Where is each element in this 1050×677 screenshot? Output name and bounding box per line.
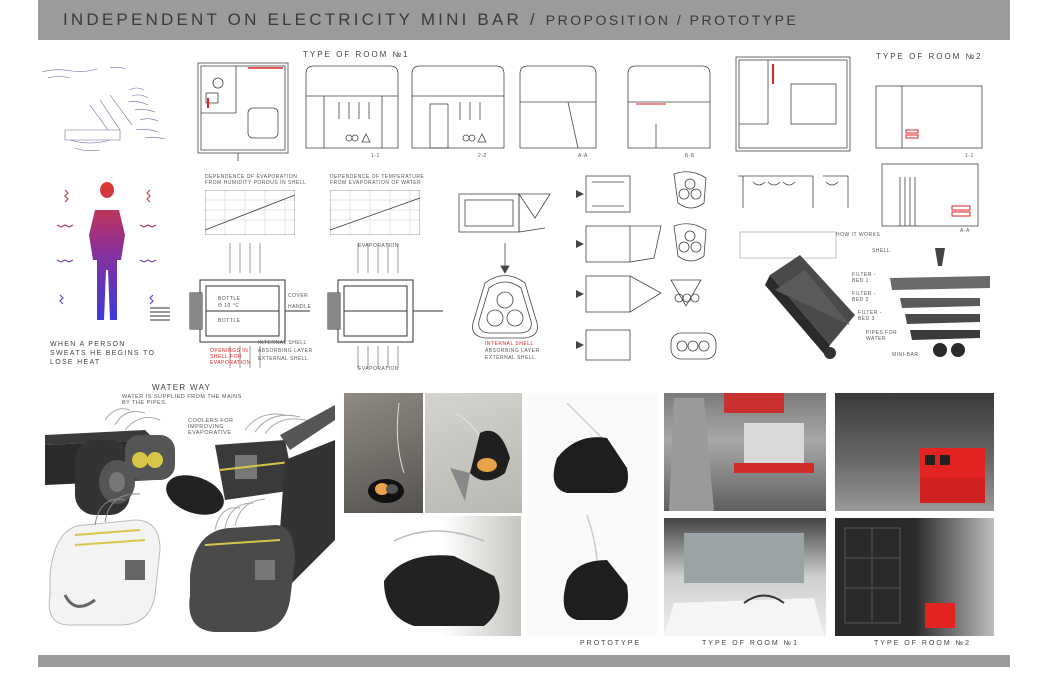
person-caption: WHEN A PERSON SWEATS HE BEGINS TO LOSE H… bbox=[50, 341, 156, 366]
label-evaporation-top: EVAPORATION bbox=[358, 243, 399, 249]
exploded-model-right bbox=[880, 248, 1000, 363]
filter-bed-2-label: FILTER - BED 2 bbox=[852, 291, 876, 303]
shell-drawing bbox=[738, 230, 838, 260]
room2-section-label-a: А-А bbox=[960, 228, 970, 234]
poster-title: INDEPENDENT ON ELECTRICITY MINI BAR / PR… bbox=[63, 10, 798, 30]
exploded-model-left bbox=[760, 245, 860, 365]
hand-sketch bbox=[40, 60, 175, 160]
label-bottle-1: BOTTLE bbox=[218, 296, 241, 302]
section-drawing-1: BOTTLE Θ 10 °C BOTTLE COVER HANDLE INTER… bbox=[150, 238, 315, 373]
room1-section-a bbox=[518, 64, 598, 150]
coolers-label: COOLERS FOR IMPROVING EVAPORATIVE bbox=[188, 418, 234, 436]
room1-caption: TYPE OF ROOM №1 bbox=[702, 640, 800, 647]
room2-caption: TYPE OF ROOM №2 bbox=[874, 640, 972, 647]
label-external-shell: EXTERNAL SHELL bbox=[258, 356, 309, 362]
label-bottle-2: BOTTLE bbox=[218, 318, 241, 324]
footer-bar bbox=[38, 655, 1010, 667]
water-way-3d-render bbox=[45, 400, 335, 645]
room2-render-2 bbox=[835, 518, 994, 636]
water-way-title: WATER WAY bbox=[152, 383, 212, 392]
room2-section-label-1: 1-1 bbox=[965, 153, 974, 159]
room2-plan bbox=[733, 54, 853, 154]
label-openings: OPENINGS IN SHELL FOR EVAPORATION bbox=[210, 348, 251, 366]
prototype-caption: PROTOTYPE bbox=[580, 640, 642, 647]
room1-section-label-a: А-А bbox=[578, 153, 588, 159]
section-drawing-2: EVAPORATION EVAPORATION bbox=[318, 238, 448, 373]
label-internal-shell-2: INTERNAL SHELL bbox=[485, 341, 534, 347]
filter-bed-3-label: FILTER - BED 3 bbox=[858, 310, 882, 322]
room1-render-1 bbox=[664, 393, 826, 511]
prototype-photo-4 bbox=[344, 516, 521, 636]
variant-drawings bbox=[566, 168, 726, 368]
filter-bed-1-label: FILTER - BED 1 bbox=[852, 272, 876, 284]
label-internal-shell: INTERNAL SHELL bbox=[258, 340, 307, 346]
room2-section-1 bbox=[874, 84, 984, 150]
label-handle: HANDLE bbox=[288, 304, 312, 310]
room1-render-2 bbox=[664, 518, 826, 636]
how-it-works-drawing bbox=[738, 168, 858, 218]
room1-section-b bbox=[626, 64, 712, 150]
label-bottle-temp-1: Θ 10 °C bbox=[218, 303, 240, 309]
room1-plan bbox=[188, 58, 298, 163]
shell-label: SHELL bbox=[872, 248, 891, 254]
room2-render-1 bbox=[835, 393, 994, 511]
label-external-shell-2: EXTERNAL SHELL bbox=[485, 355, 536, 361]
room2-title: TYPE OF ROOM №2 bbox=[876, 52, 983, 61]
prototype-photo-1 bbox=[344, 393, 423, 513]
label-cover: COVER bbox=[288, 293, 309, 299]
triangle-section-drawing: INTERNAL SHELL ABSORBING LAYER EXTERNAL … bbox=[455, 188, 555, 368]
label-absorbing-layer: ABSORBING LAYER bbox=[258, 348, 313, 354]
room1-section-1 bbox=[304, 64, 400, 150]
label-evaporation-bottom: EVAPORATION bbox=[358, 366, 399, 372]
graph2-title: DEPENDENCE OF TEMPERATURE FROM EVAPORATI… bbox=[330, 174, 425, 186]
header-banner: INDEPENDENT ON ELECTRICITY MINI BAR / PR… bbox=[38, 0, 1010, 40]
poster-title-sub: PROPOSITION / PROTOTYPE bbox=[545, 12, 799, 28]
water-way-subtitle: WATER IS SUPPLIED FROM THE MAINS BY THE … bbox=[122, 394, 242, 406]
room2-section-a bbox=[880, 162, 980, 230]
graph2 bbox=[330, 190, 420, 235]
label-absorbing-layer-2: ABSORBING LAYER bbox=[485, 348, 540, 354]
minibar-label: MINI-BAR bbox=[892, 352, 919, 358]
room1-section-label-1: 1-1 bbox=[371, 153, 380, 159]
graph1 bbox=[205, 190, 295, 235]
prototype-photo-5 bbox=[527, 505, 657, 636]
poster-title-main: INDEPENDENT ON ELECTRICITY MINI BAR / bbox=[63, 10, 546, 29]
how-it-works-label: HOW IT WORKS bbox=[836, 232, 881, 238]
pipes-label: PIPES FOR WATER bbox=[866, 330, 898, 342]
room1-section-label-2: 2-2 bbox=[478, 153, 487, 159]
room1-section-2 bbox=[410, 64, 506, 150]
prototype-photo-3 bbox=[527, 393, 657, 513]
room1-section-label-b: Б-Б bbox=[685, 153, 695, 159]
graph1-title: DEPENDENCE OF EVAPORATION FROM HUMIDITY … bbox=[205, 174, 307, 186]
prototype-photo-2 bbox=[425, 393, 522, 513]
room1-title: TYPE OF ROOM №1 bbox=[303, 50, 410, 59]
sweating-person-illustration bbox=[55, 180, 160, 335]
